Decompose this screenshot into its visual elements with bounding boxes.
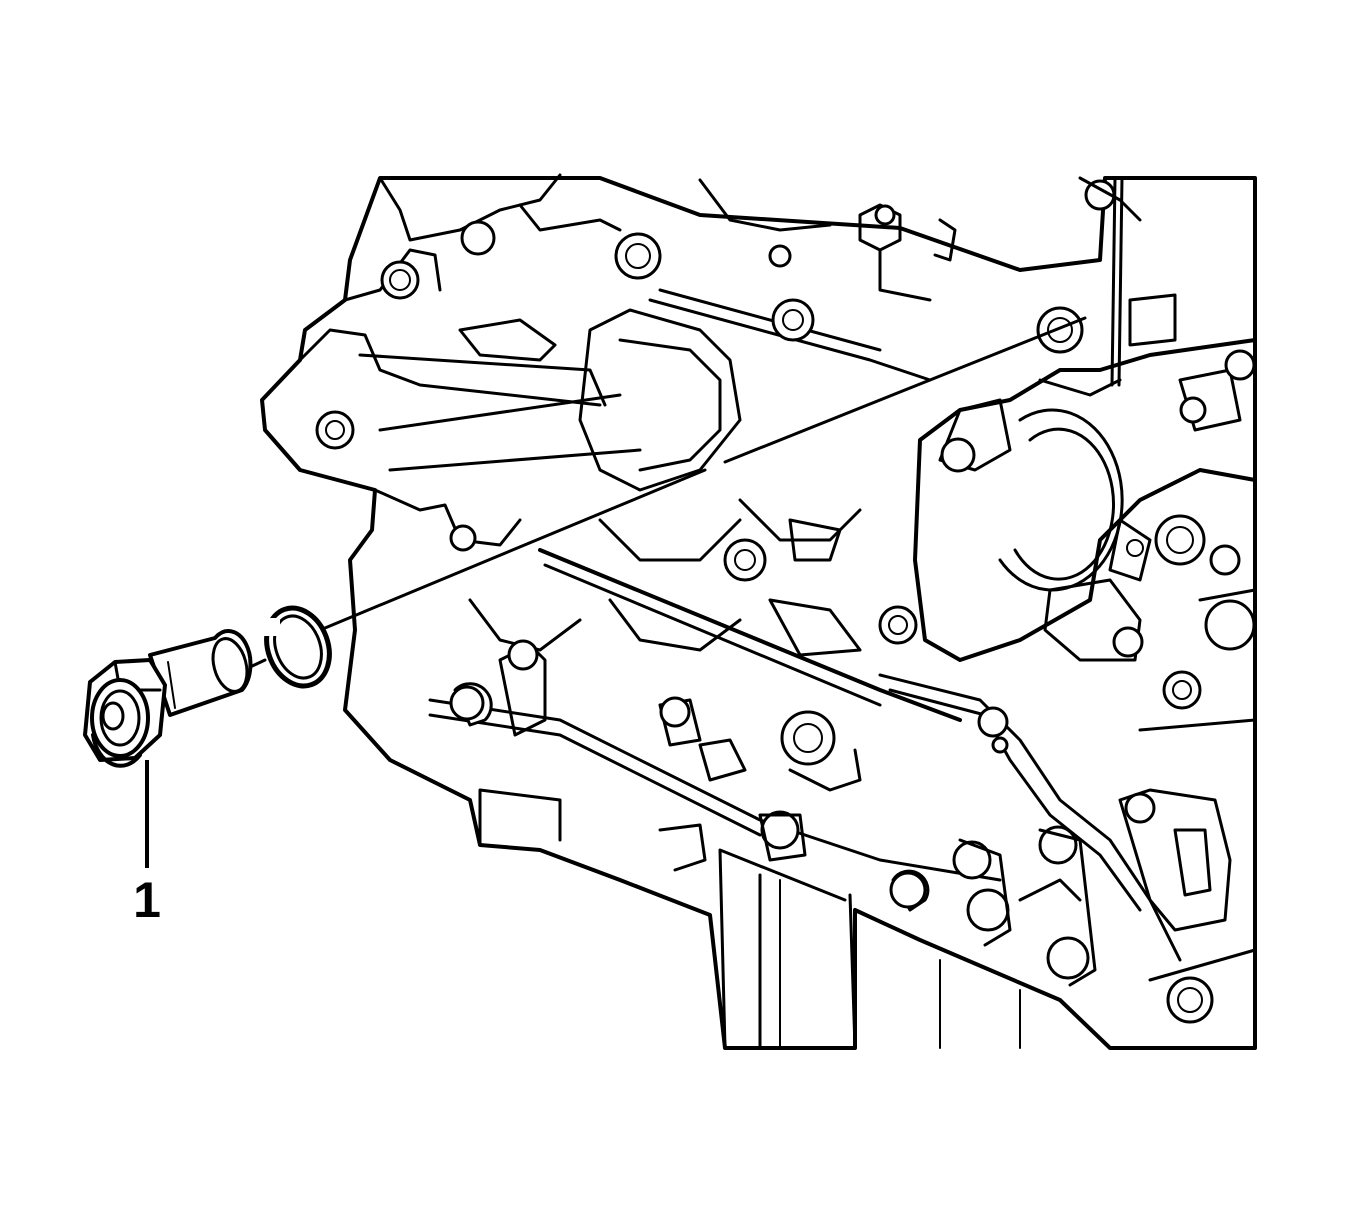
plug-fitting <box>83 629 253 768</box>
seal-ring <box>262 605 332 689</box>
callout-1-label: 1 <box>133 872 161 928</box>
vertical-guide-line <box>1110 176 1124 387</box>
callout-1: 1 <box>133 760 161 928</box>
engine-block <box>260 173 1257 1050</box>
